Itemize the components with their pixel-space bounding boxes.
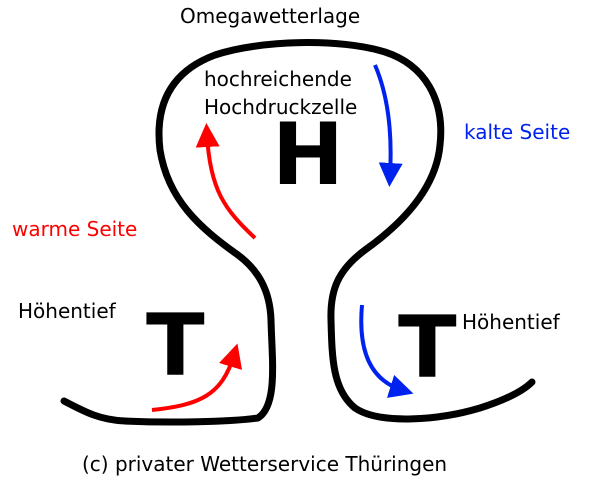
low-right-symbol: T	[398, 298, 457, 398]
high-label-line1: hochreichende	[204, 67, 352, 91]
warm-arrow-lower	[151, 343, 243, 412]
high-label-line2: Hochdruckzelle	[204, 95, 358, 119]
low-left-label: Höhentief	[18, 299, 116, 323]
low-right-label: Höhentief	[462, 310, 560, 334]
cold-side-label: kalte Seite	[464, 120, 571, 144]
caption: (c) privater Wetterservice Thüringen	[82, 452, 448, 476]
diagram-title: Omegawetterlage	[180, 4, 361, 28]
low-left-symbol: T	[146, 296, 205, 396]
warm-side-label: warme Seite	[12, 217, 138, 241]
cold-arrow-upper	[373, 64, 403, 187]
warm-arrow-upper	[195, 123, 257, 240]
cold-arrow-lower	[359, 304, 414, 398]
omega-outline	[60, 39, 536, 426]
high-pressure-symbol: H	[272, 105, 344, 205]
